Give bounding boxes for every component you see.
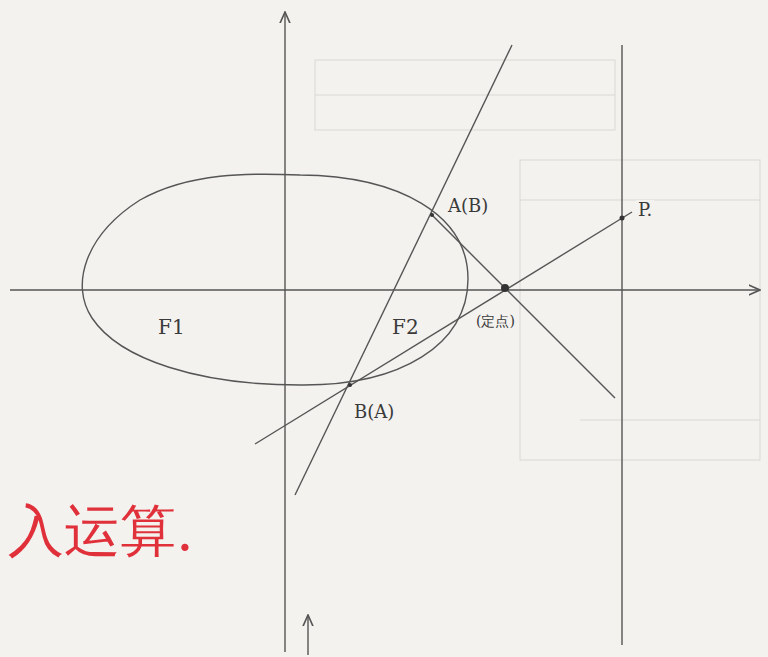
line-b-p — [255, 212, 632, 444]
ellipse — [82, 174, 468, 385]
point-a — [430, 213, 434, 217]
point-p — [620, 216, 625, 221]
x-axis — [10, 289, 760, 290]
y-axis — [284, 12, 285, 652]
fixed-point-label: (定点) — [474, 314, 517, 329]
line-a-fixed — [432, 215, 615, 398]
small-arrow — [307, 615, 308, 655]
point-label: A(B) — [446, 196, 490, 216]
handwritten-note: 入运算. — [6, 500, 196, 562]
point-b — [348, 383, 352, 387]
focus-label: F1 — [156, 316, 187, 338]
point-label: B(A) — [352, 402, 396, 422]
point-label: P. — [636, 200, 654, 220]
directrix-line — [621, 45, 622, 645]
focal-chord-line — [295, 45, 512, 495]
focus-label: F2 — [390, 316, 421, 338]
fixed-point — [501, 284, 509, 292]
faint-print — [315, 60, 760, 460]
